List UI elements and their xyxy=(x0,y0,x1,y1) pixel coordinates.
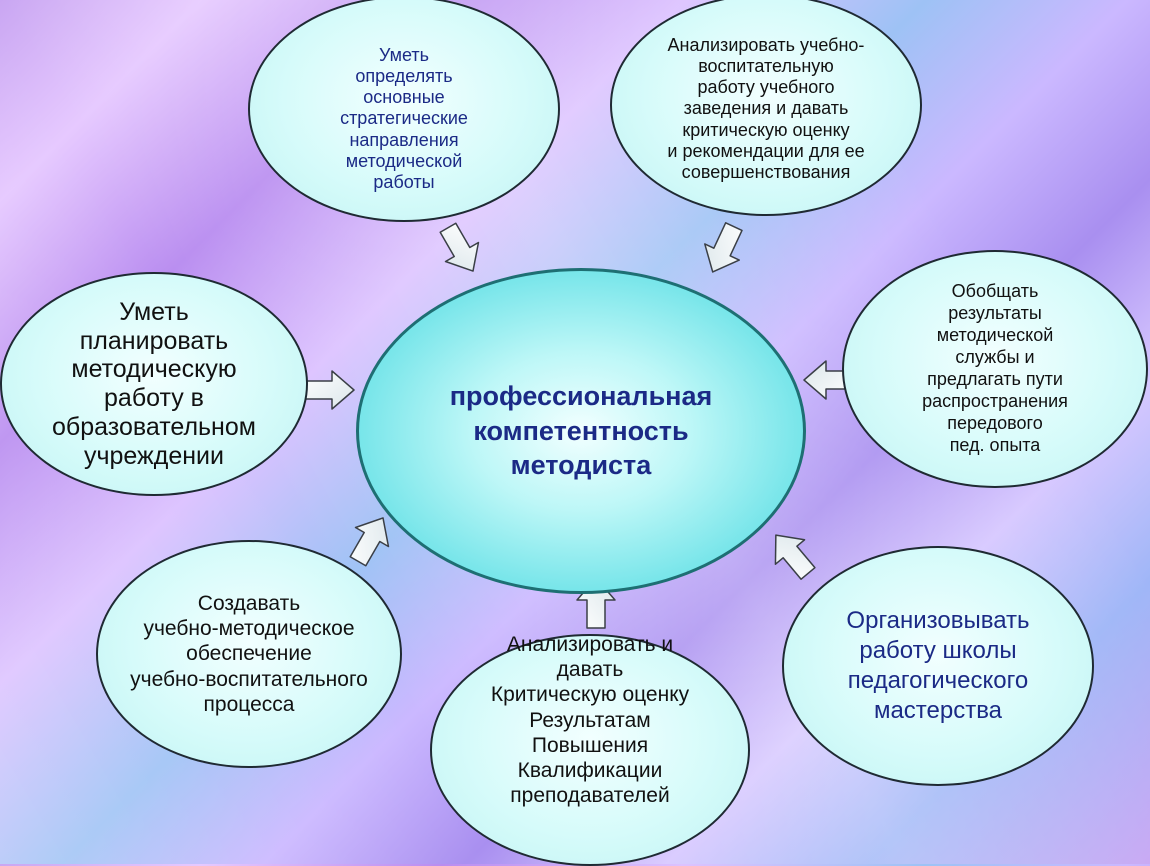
bubble-left-text: Уметь планировать методическую работу в … xyxy=(52,297,256,470)
arrow-top-left xyxy=(430,217,491,282)
bubble-bottom-left: Создавать учебно-методическое обеспечени… xyxy=(96,540,402,768)
bubble-bottom-right: Организовывать работу школы педагогическ… xyxy=(782,546,1094,786)
center-ellipse: профессиональная компетентность методист… xyxy=(356,268,806,594)
bubble-top-left-text: Уметь определять основные стратегические… xyxy=(340,44,468,193)
bubble-top-right-text: Анализировать учебно- воспитательную раб… xyxy=(667,34,865,183)
bubble-bottom-center: Анализировать и давать Критическую оценк… xyxy=(430,633,750,866)
bubble-bottom-center-text: Анализировать и давать Критическую оценк… xyxy=(490,633,690,808)
arrow-bottom-right xyxy=(760,522,824,587)
arrow-top-right xyxy=(694,217,752,281)
center-title: профессиональная компетентность методист… xyxy=(449,381,713,481)
arrow-left xyxy=(303,370,355,410)
bubble-right: Обобщать результаты методической службы … xyxy=(842,250,1148,488)
bubble-bottom-right-text: Организовывать работу школы педагогическ… xyxy=(846,607,1030,724)
bubble-top-left: Уметь определять основные стратегические… xyxy=(248,0,560,222)
bubble-right-text: Обобщать результаты методической службы … xyxy=(922,281,1068,455)
bubble-left: Уметь планировать методическую работу в … xyxy=(0,272,308,496)
bubble-bottom-left-text: Создавать учебно-методическое обеспечени… xyxy=(130,592,368,716)
bubble-top-right: Анализировать учебно- воспитательную раб… xyxy=(610,0,922,216)
